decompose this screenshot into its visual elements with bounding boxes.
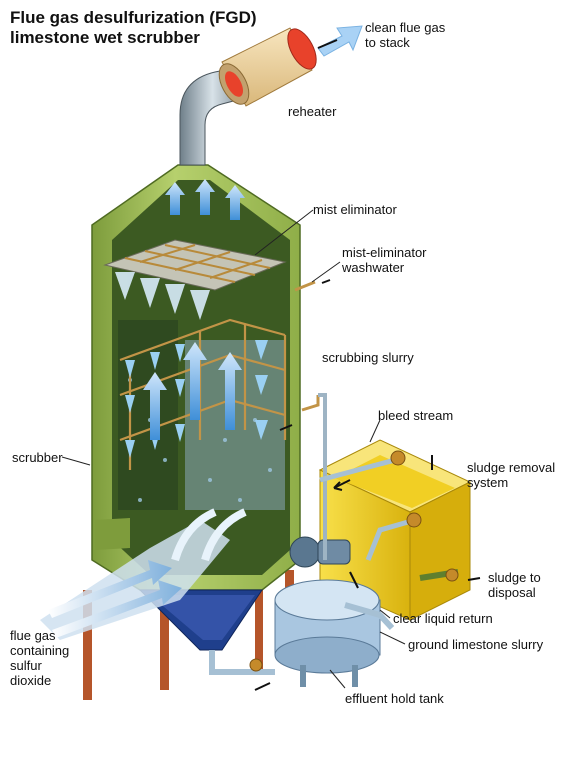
mist-eliminator-grid: [103, 239, 287, 320]
label-bleed-stream: bleed stream: [378, 408, 454, 423]
label-ground-limestone-slurry: ground limestone slurry: [408, 637, 544, 652]
title-line-2: limestone wet scrubber: [10, 28, 200, 47]
label-sludge-disposal-line-2: disposal: [488, 585, 536, 600]
label-flue-gas-line-1: flue gas: [10, 628, 56, 643]
label-reheater: reheater: [288, 104, 337, 119]
flue-gas-inlet: [40, 508, 247, 640]
label-effluent-hold-tank: effluent hold tank: [345, 691, 444, 706]
diagram-title: Flue gas desulfurization (FGD) limestone…: [10, 8, 257, 48]
rising-gas-arrows: [143, 179, 245, 440]
label-clean-flue-gas-line-1: clean flue gas: [365, 20, 446, 35]
valves: [249, 450, 459, 672]
pump: [289, 536, 351, 568]
label-washwater-line-1: mist-eliminator: [342, 245, 427, 260]
label-clear-liquid-return: clear liquid return: [393, 611, 493, 626]
label-sludge-removal-line-1: sludge removal: [467, 460, 556, 475]
label-scrubber: scrubber: [12, 450, 63, 465]
clean-gas-arrow: [317, 25, 363, 57]
title-line-1: Flue gas desulfurization (FGD): [10, 8, 257, 27]
flow-arrows: [254, 39, 481, 691]
label-clean-flue-gas: clean flue gas to stack: [365, 20, 445, 50]
label-flue-gas-inlet: flue gas containing sulfur dioxide: [10, 628, 69, 688]
label-mist-eliminator: mist eliminator: [313, 202, 397, 217]
label-sludge-disposal-line-1: sludge to: [488, 570, 541, 585]
label-flue-gas-line-3: sulfur: [10, 658, 42, 673]
label-washwater-line-2: washwater: [342, 260, 405, 275]
effluent-hold-tank: [274, 579, 381, 687]
label-sludge-removal-system: sludge removal system: [467, 460, 555, 490]
label-clean-flue-gas-line-2: to stack: [365, 35, 410, 50]
label-flue-gas-line-2: containing: [10, 643, 70, 658]
reheater: [218, 27, 317, 107]
label-flue-gas-line-4: dioxide: [10, 673, 52, 688]
label-mist-eliminator-washwater: mist-eliminator washwater: [342, 245, 427, 275]
label-sludge-to-disposal: sludge to disposal: [488, 570, 541, 600]
label-scrubbing-slurry: scrubbing slurry: [322, 350, 414, 365]
label-sludge-removal-line-2: system: [467, 475, 509, 490]
leader-lines: [61, 209, 406, 689]
spray-nozzles: [125, 340, 268, 458]
